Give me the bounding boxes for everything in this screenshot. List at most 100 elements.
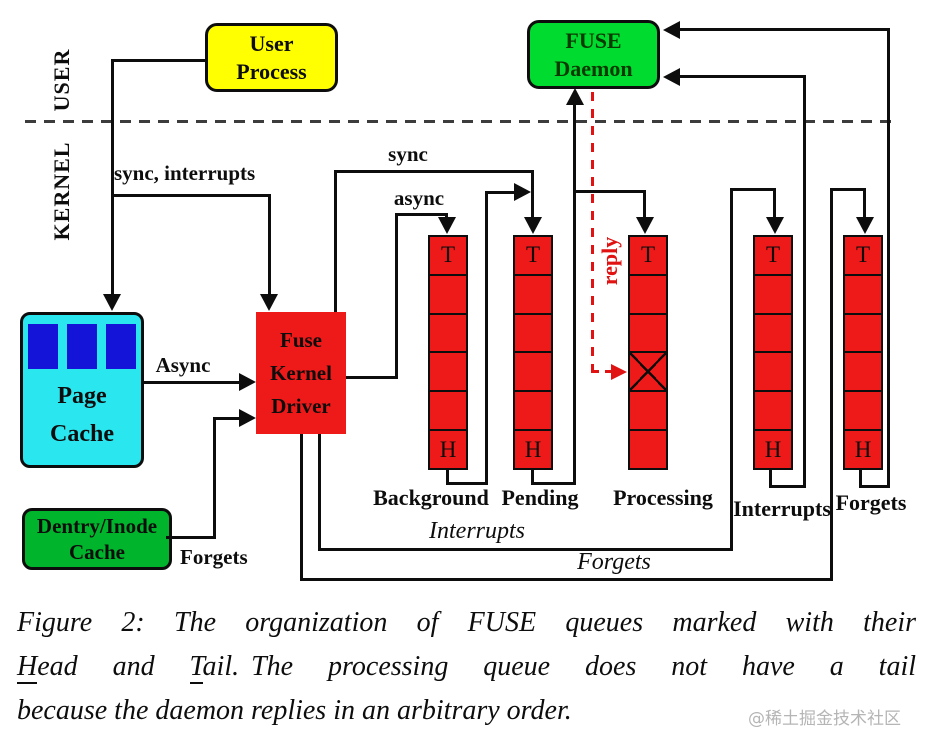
page-square-icon [67, 324, 97, 369]
sync-interrupts-label: sync, interrupts [114, 161, 256, 185]
arrowhead-reply-into-processing [611, 364, 627, 380]
edge-driver-forgets [863, 188, 866, 220]
sync-label: sync [388, 142, 428, 166]
arrowhead-background-to-pending [514, 183, 531, 201]
edge-driver-sync [334, 170, 534, 173]
edge-pagecache-to-driver [141, 381, 239, 384]
edge-forgets-to-daemon [887, 28, 890, 488]
processing-queue: T [628, 235, 668, 470]
edge-daemon-reply [591, 92, 594, 372]
user-kernel-divider [25, 120, 895, 123]
arrowhead-into-daemon-right-upper [663, 21, 680, 39]
queue-cell [430, 392, 466, 432]
page-cache-label-2: Cache [50, 421, 114, 447]
edge-interrupts-to-daemon [803, 75, 806, 487]
edge-driver-forgets [300, 434, 303, 581]
edge-background-to-pending [446, 482, 488, 485]
edge-forgets-to-daemon [679, 28, 890, 31]
queue-cell-t: T [430, 237, 466, 276]
queue-cell [845, 392, 881, 432]
edge-interrupts-to-daemon [769, 470, 772, 488]
edge-dentry-to-driver [213, 417, 239, 420]
edge-forgets-to-daemon [859, 485, 890, 488]
queue-cell [845, 276, 881, 315]
figure-caption: Figure 2: The organization of FUSE queue… [17, 601, 916, 733]
queue-cell [630, 392, 666, 432]
edge-pending-to-daemon [531, 470, 534, 485]
interrupts-italic-label: Interrupts [429, 518, 525, 544]
edge-dentry-to-driver [213, 417, 216, 539]
fuse-kernel-driver-box: Fuse Kernel Driver [256, 312, 346, 434]
caption-line-1: Figure 2: The organization of FUSE queue… [17, 607, 916, 638]
fuse-daemon-label-1: FUSE [565, 27, 622, 53]
queue-cell-t: T [755, 237, 791, 276]
arrowhead-into-driver-forgets [239, 409, 256, 427]
edge-driver-async [445, 213, 448, 220]
kernel-space-label: KERNEL [49, 141, 74, 241]
edge-user-to-kernel [111, 59, 114, 296]
caption-underline-t: T [189, 651, 203, 684]
arrowhead-into-processing-tail [636, 217, 654, 234]
arrowhead-into-forgets-tail [856, 217, 874, 234]
page-square-icon [106, 324, 136, 369]
queue-cell [630, 276, 666, 315]
queue-cell-h: H [764, 436, 782, 462]
edge-driver-async [395, 213, 448, 216]
caption-line-3: because the daemon replies in an arbitra… [17, 695, 572, 726]
edge-pending-to-daemon [531, 482, 576, 485]
queue-cell [515, 353, 551, 393]
async-label: async [393, 186, 445, 210]
edge-daemon-reply [591, 370, 611, 373]
arrowhead-into-driver-async [239, 373, 256, 391]
edge-background-to-pending [485, 191, 488, 485]
edge-background-to-pending [485, 191, 516, 194]
edge-pending-to-daemon [573, 102, 576, 485]
queue-cell [845, 353, 881, 393]
fuse-driver-label-3: Driver [271, 393, 331, 418]
edge-driver-sync [531, 170, 534, 220]
queue-cell-h: H [524, 436, 542, 462]
arrowhead-into-pending-tail [524, 217, 542, 234]
queue-cell-h: H [439, 436, 457, 462]
edge-daemon-to-processing [643, 190, 646, 220]
dentry-cache-label-1: Dentry/Inode [36, 514, 158, 538]
edge-dentry-to-driver [166, 536, 216, 539]
arrowhead-into-daemon-bottom [566, 88, 584, 105]
queue-cell [630, 315, 666, 354]
dentry-cache-label-2: Cache [69, 540, 125, 564]
queue-cell [430, 276, 466, 315]
edge-driver-interrupts [730, 188, 776, 191]
edge-user-to-driver [111, 194, 271, 197]
arrowhead-into-driver-top [260, 294, 278, 311]
queue-cell [430, 315, 466, 354]
user-space-label: USER [49, 48, 74, 112]
processing-queue-label: Processing [613, 485, 713, 510]
page-cache-box: Page Cache [20, 312, 144, 468]
queue-cell [755, 392, 791, 432]
caption-line-2: Head and Tail.The processing queue does … [17, 645, 916, 689]
queue-cell-t: T [630, 237, 666, 276]
watermark: @稀土掘金技术社区 [748, 709, 901, 729]
pending-queue-label: Pending [501, 485, 579, 510]
edge-driver-forgets [830, 188, 866, 191]
edge-driver-sync [334, 170, 337, 312]
edge-driver-async [395, 213, 398, 379]
user-process-label-2: Process [236, 58, 307, 84]
fuse-daemon-label-2: Daemon [554, 55, 633, 81]
interrupts-queue-label: Interrupts [733, 496, 831, 521]
arrowhead-into-daemon-right-lower [663, 68, 680, 86]
queue-cell [515, 315, 551, 354]
edge-driver-interrupts [730, 188, 733, 551]
async-cap-label: Async [155, 353, 211, 377]
caption-text: ail. [202, 651, 240, 682]
caption-text: ead and [37, 651, 155, 682]
edge-driver-interrupts [773, 188, 776, 220]
forgets-bold-label: Forgets [180, 545, 248, 569]
queue-cell [755, 353, 791, 393]
queue-cell [430, 353, 466, 393]
forgets-italic-label: Forgets [577, 549, 651, 575]
edge-daemon-to-processing [573, 190, 645, 193]
